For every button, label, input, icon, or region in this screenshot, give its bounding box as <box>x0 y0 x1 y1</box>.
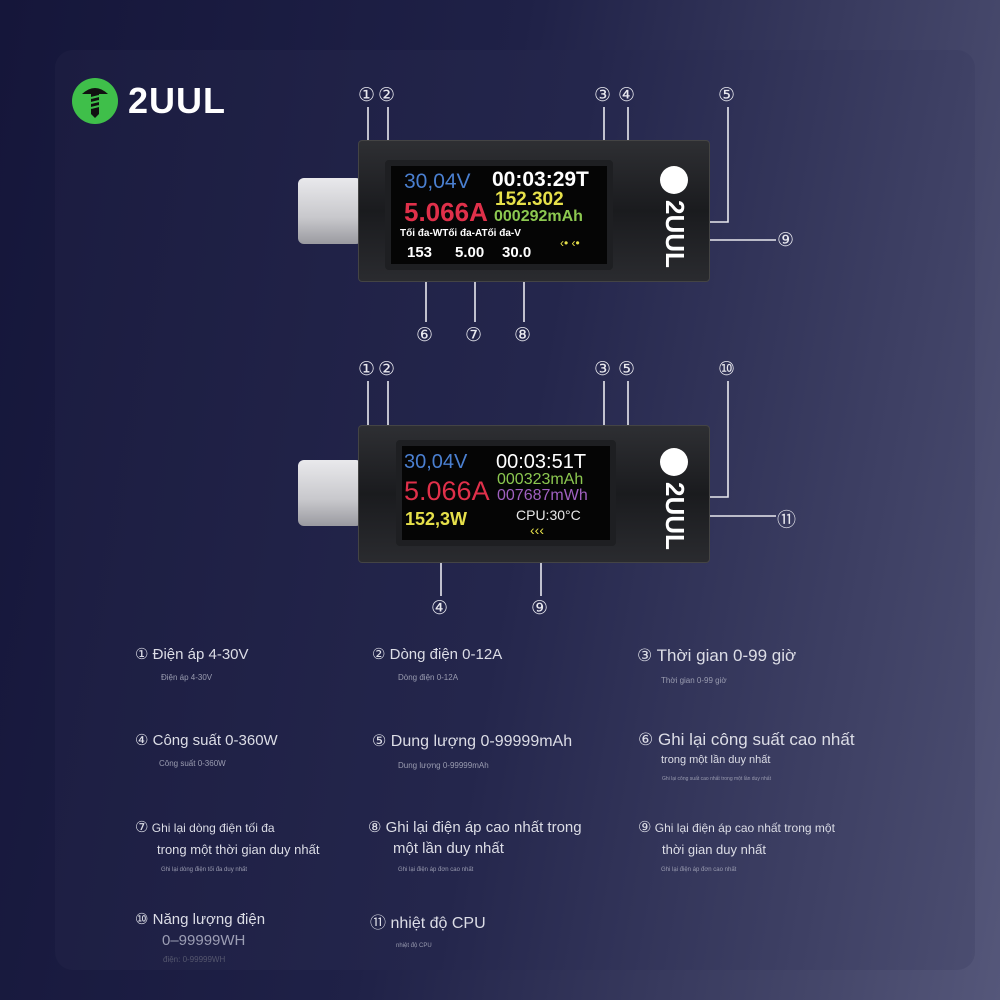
feature-title: Công suất 0-360W <box>152 732 278 749</box>
cpu-temperature: CPU:30°C <box>516 507 581 523</box>
feature-subtitle: Ghi lại điện áp đơn cao nhất <box>661 867 737 873</box>
screw-logo-icon <box>72 78 118 124</box>
feature-subtitle: Điện áp 4-30V <box>161 673 213 682</box>
device-brand: 2UUL <box>660 482 690 550</box>
direction-arrows-icon: ‹‹‹ <box>530 522 544 538</box>
feature-4: ④ Công suất 0-360W Công suất 0-360W <box>135 731 278 768</box>
feature-7: ⑦ Ghi lại dòng điện tối đa trong một thời… <box>135 818 319 873</box>
feature-subtitle: Ghi lại điện áp đơn cao nhất <box>398 867 474 873</box>
feature-title: Thời gian 0-99 giờ <box>656 646 797 665</box>
callout-9: ⑨ <box>531 598 549 619</box>
feature-8: ⑧ Ghi lại điện áp cao nhất trong một lần … <box>368 818 582 873</box>
feature-number: ⑪ <box>370 915 387 932</box>
feature-subtitle: Ghi lại công suất cao nhất trong một lần… <box>662 776 771 782</box>
feature-title: Điện áp 4-30V <box>152 646 249 663</box>
feature-title-line2: một lần duy nhất <box>393 840 504 857</box>
callout-4: ④ <box>431 598 449 619</box>
callout-3: ③ <box>594 85 612 106</box>
brand-logo: 2UUL <box>72 78 226 124</box>
callout-2: ② <box>378 85 396 106</box>
callout-11: ⑪ <box>777 510 797 531</box>
capacity-reading: 000323mAh <box>497 471 584 488</box>
callout-1: ① <box>358 359 376 380</box>
timer-reading: 00:03:51T <box>496 451 587 473</box>
feature-subtitle: Dòng điện 0-12A <box>398 673 459 682</box>
callout-7: ⑦ <box>465 325 483 346</box>
energy-reading: 007687mWh <box>497 487 588 504</box>
feature-6: ⑥ Ghi lại công suất cao nhất trong một lầ… <box>638 730 855 782</box>
feature-subtitle: Công suất 0-360W <box>159 759 226 768</box>
callout-2: ② <box>378 359 396 380</box>
feature-title-line2: thời gian duy nhất <box>662 842 766 857</box>
callout-6: ⑥ <box>416 325 434 346</box>
callout-1: ① <box>358 85 376 106</box>
feature-title: Năng lượng điện <box>152 911 266 928</box>
brand-name: 2UUL <box>128 80 227 121</box>
feature-9: ⑨ Ghi lại điện áp cao nhất trong một thời… <box>638 818 835 873</box>
feature-title-line2: trong một thời gian duy nhất <box>157 842 320 857</box>
feature-subtitle: điện: 0-99999WH <box>163 955 226 964</box>
feature-title: Ghi lại công suất cao nhất <box>657 730 855 749</box>
feature-subtitle: Ghi lại dòng điện tối đa duy nhất <box>161 867 248 873</box>
voltage-reading: 30,04V <box>404 170 471 193</box>
feature-title: Ghi lại điện áp cao nhất trong <box>385 819 582 836</box>
device-logo-icon <box>660 166 688 194</box>
feature-title-line2: 0–99999WH <box>162 932 246 949</box>
current-reading: 5.066A <box>404 197 488 227</box>
feature-10: ⑩ Năng lượng điện 0–99999WH điện: 0-99999W… <box>135 910 265 964</box>
feature-number: ⑩ <box>135 911 149 928</box>
device-1-screen <box>385 160 613 270</box>
feature-subtitle: Thời gian 0-99 giờ <box>661 676 727 685</box>
callout-10: ⑩ <box>718 359 736 380</box>
feature-title-line2: trong một lần duy nhất <box>661 754 771 766</box>
callout-5: ⑤ <box>718 85 736 106</box>
feature-title: Ghi lại dòng điện tối đa <box>151 821 275 835</box>
feature-number: ① <box>135 646 149 663</box>
feature-number: ⑦ <box>135 819 149 836</box>
power-reading: 152,3W <box>405 509 468 529</box>
feature-title: nhiệt độ CPU <box>390 915 486 932</box>
feature-number: ③ <box>637 646 653 665</box>
current-reading: 5.066A <box>404 476 490 506</box>
feature-title: Dung lượng 0-99999mAh <box>390 733 573 750</box>
max-power-value: 153 <box>407 244 433 261</box>
feature-2: ② Dòng điện 0-12A Dòng điện 0-12A <box>372 645 502 682</box>
feature-number: ⑤ <box>372 733 387 750</box>
device-2-screen <box>396 440 616 546</box>
device-brand: 2UUL <box>660 200 690 268</box>
voltage-reading: 30,04V <box>404 451 468 473</box>
power-reading: 152.302 <box>495 189 564 210</box>
callout-3: ③ <box>594 359 612 380</box>
feature-11: ⑪ nhiệt độ CPU nhiệt độ CPU <box>370 909 486 949</box>
callout-5: ⑤ <box>618 359 636 380</box>
callout-9: ⑨ <box>777 230 795 251</box>
capacity-reading: 000292mAh <box>494 208 583 225</box>
feature-1: ① Điện áp 4-30V Điện áp 4-30V <box>135 645 249 682</box>
feature-number: ⑥ <box>638 730 654 749</box>
max-labels: Tối đa-WTối đa-ATối đa-V <box>400 228 521 239</box>
usb-c-connector <box>298 460 362 526</box>
feature-number: ④ <box>135 732 149 749</box>
feature-subtitle: Dung lượng 0-99999mAh <box>398 761 489 770</box>
device-logo-icon <box>660 448 688 476</box>
feature-number: ② <box>372 646 386 663</box>
max-voltage-value: 30.0 <box>502 244 532 261</box>
callout-4: ④ <box>618 85 636 106</box>
feature-subtitle: nhiệt độ CPU <box>396 943 432 949</box>
feature-number: ⑧ <box>368 819 382 836</box>
timer-reading: 00:03:29T <box>492 168 589 191</box>
max-current-value: 5.00 <box>455 244 485 261</box>
direction-arrows-icon: ‹• ‹• <box>560 236 580 250</box>
feature-title: Dòng điện 0-12A <box>389 646 503 663</box>
callout-8: ⑧ <box>514 325 532 346</box>
usb-c-connector <box>298 178 362 244</box>
feature-title: Ghi lại điện áp cao nhất trong một <box>654 821 835 835</box>
feature-number: ⑨ <box>638 819 652 836</box>
